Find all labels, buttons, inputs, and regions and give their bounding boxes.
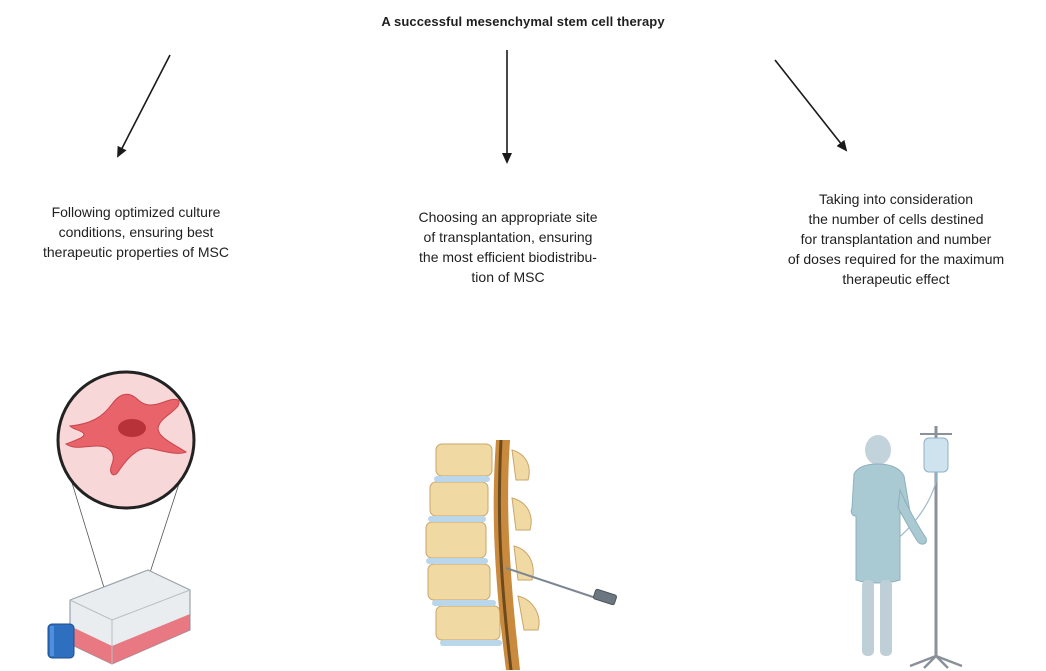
arrow-right	[775, 60, 846, 150]
caption-line: Following optimized culture	[0, 202, 272, 222]
patient-iv-illustration	[848, 420, 968, 670]
caption-line: the most efficient biodistribu-	[372, 247, 644, 267]
culture-flask-icon	[48, 570, 190, 664]
patient-icon	[851, 435, 926, 656]
spine-injection-illustration	[408, 440, 634, 670]
iv-stand-icon	[896, 426, 962, 668]
caption-transplantation-site: Choosing an appropriate site of transpla…	[372, 207, 644, 287]
caption-line: of doses required for the maximum	[746, 249, 1046, 269]
arrow-left	[118, 55, 170, 156]
caption-line: the number of cells destined	[746, 209, 1046, 229]
cell-culture-flask-illustration	[40, 368, 220, 670]
caption-line: therapeutic properties of MSC	[0, 242, 272, 262]
caption-line: for transplantation and number	[746, 229, 1046, 249]
caption-cell-dosing: Taking into consideration the number of …	[746, 189, 1046, 289]
caption-line: of transplantation, ensuring	[372, 227, 644, 247]
caption-culture-conditions: Following optimized culture conditions, …	[0, 202, 272, 262]
iv-bag-icon	[924, 438, 948, 472]
caption-line: conditions, ensuring best	[0, 222, 272, 242]
caption-line: therapeutic effect	[746, 269, 1046, 289]
caption-line: Taking into consideration	[746, 189, 1046, 209]
caption-line: tion of MSC	[372, 267, 644, 287]
spine-icon	[426, 440, 539, 670]
caption-line: Choosing an appropriate site	[372, 207, 644, 227]
cell-nucleus-icon	[118, 419, 146, 437]
